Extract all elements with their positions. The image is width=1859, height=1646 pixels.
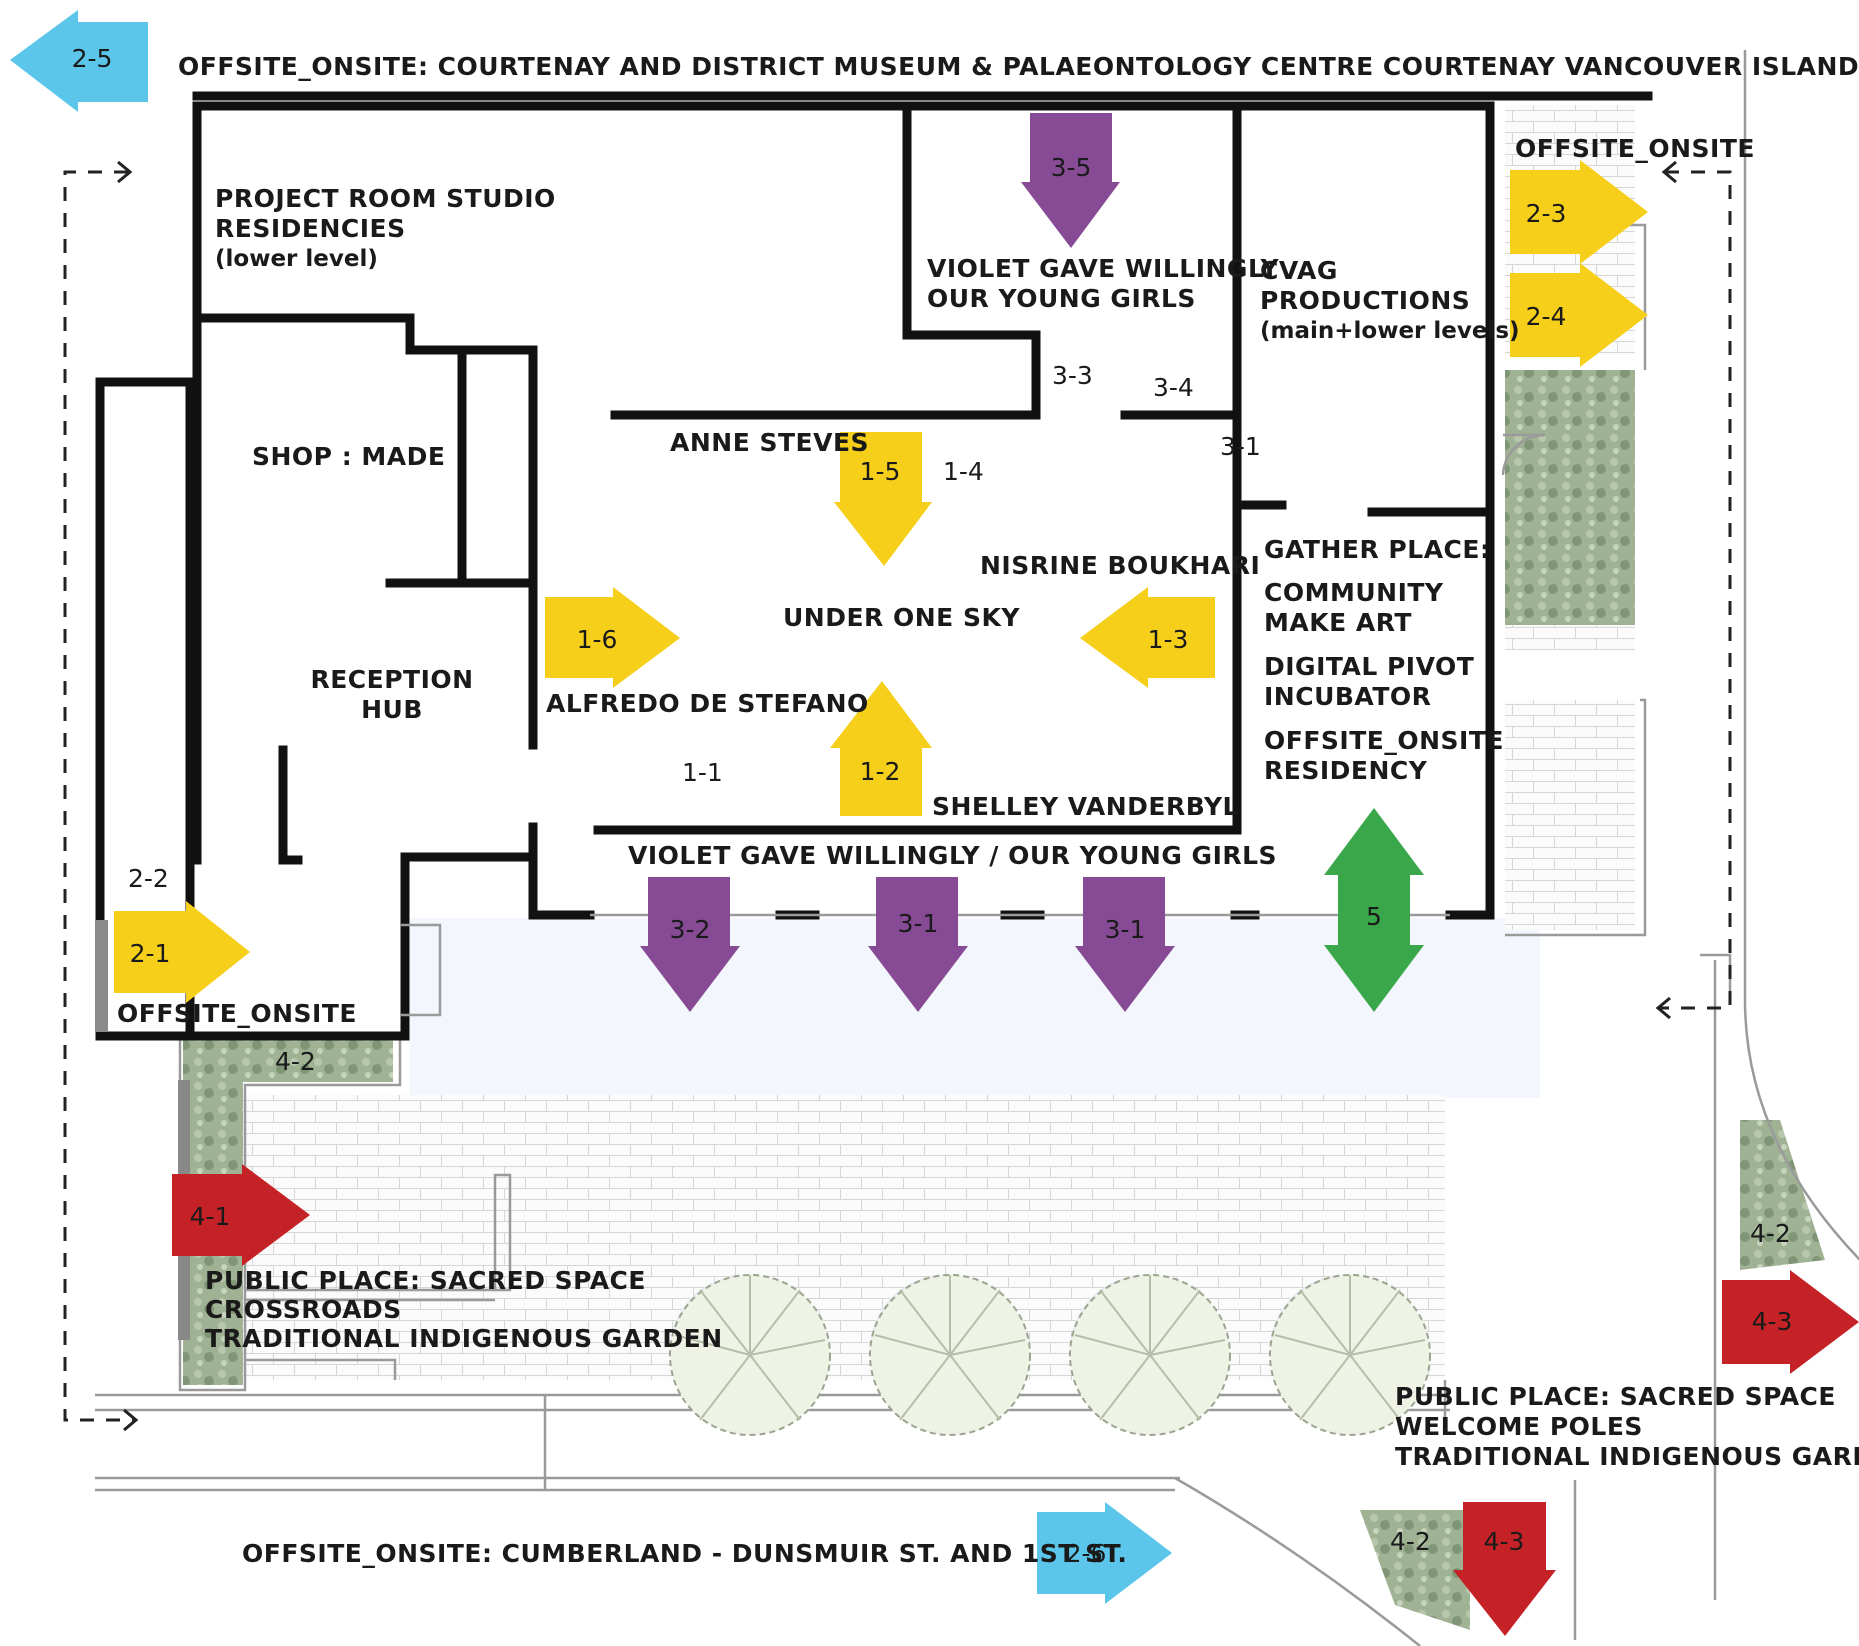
svg-text:INCUBATOR: INCUBATOR [1264, 682, 1431, 711]
num-4-2-east: 4-2 [1750, 1219, 1791, 1248]
num-4-2-south: 4-2 [1390, 1527, 1431, 1556]
svg-text:1-6: 1-6 [577, 625, 618, 654]
svg-text:CROSSROADS: CROSSROADS [205, 1295, 402, 1324]
arrow-3-2: 3-2 [640, 877, 740, 1012]
artist-anne: ANNE STEVES [670, 428, 869, 457]
arrows: 2-5 2-6 3-5 3-2 3-1 3-1 5 [10, 10, 1859, 1636]
shop-label: SHOP : MADE [252, 442, 445, 471]
reception-label: RECEPTION [310, 665, 473, 694]
arrow-4-3-east: 4-3 [1722, 1270, 1859, 1374]
svg-text:RESIDENCY: RESIDENCY [1264, 756, 1428, 785]
dashed-paths [63, 160, 1732, 1432]
svg-text:HUB: HUB [361, 695, 423, 724]
arrow-4-1: 4-1 [172, 1164, 310, 1266]
svg-text:3-2: 3-2 [670, 915, 711, 944]
svg-text:(main+lower levels): (main+lower levels) [1260, 318, 1520, 344]
svg-text:2-6: 2-6 [1066, 1539, 1107, 1568]
num-1-1: 1-1 [682, 758, 723, 787]
gather-label: GATHER PLACE: [1264, 535, 1490, 564]
plaza-brick [240, 1095, 1445, 1380]
violet-room-label: VIOLET GAVE WILLINGLY [927, 254, 1279, 283]
svg-text:TRADITIONAL INDIGENOUS GARDEN: TRADITIONAL INDIGENOUS GARDEN [1395, 1442, 1859, 1471]
svg-text:1-2: 1-2 [860, 757, 901, 786]
svg-text:OFFSITE_ONSITE: OFFSITE_ONSITE [1264, 726, 1504, 755]
trees [669, 1274, 1431, 1436]
svg-text:1-5: 1-5 [860, 457, 901, 486]
tree [1269, 1274, 1431, 1436]
arrowhead [117, 160, 133, 184]
svg-text:RESIDENCIES: RESIDENCIES [215, 214, 406, 243]
building-walls [95, 91, 1653, 1041]
arrow-1-6: 1-6 [545, 587, 680, 688]
svg-text:TRADITIONAL INDIGENOUS GARDEN: TRADITIONAL INDIGENOUS GARDEN [205, 1324, 723, 1353]
tree [869, 1274, 1031, 1436]
svg-text:4-3: 4-3 [1752, 1307, 1793, 1336]
num-3-4: 3-4 [1153, 373, 1194, 402]
arrow-5: 5 [1324, 808, 1424, 1012]
arrow-1-3: 1-3 [1080, 587, 1215, 688]
exhibition-title: UNDER ONE SKY [783, 603, 1020, 632]
offsite-left: OFFSITE_ONSITE [117, 999, 357, 1028]
svg-text:3-1: 3-1 [898, 909, 939, 938]
exterior-wall-label: VIOLET GAVE WILLINGLY / OUR YOUNG GIRLS [628, 841, 1277, 870]
svg-text:WELCOME POLES: WELCOME POLES [1395, 1412, 1643, 1441]
svg-text:4-3: 4-3 [1484, 1527, 1525, 1556]
num-3-1: 3-1 [1220, 432, 1261, 461]
arrow-3-5: 3-5 [1021, 113, 1120, 248]
artist-nisrine: NISRINE BOUKHARI [980, 551, 1260, 580]
num-3-3: 3-3 [1052, 361, 1093, 390]
cvag-label: CVAG [1260, 256, 1338, 285]
garden-south-wedge [1360, 1510, 1470, 1630]
svg-text:4-1: 4-1 [190, 1202, 231, 1231]
svg-text:3-1: 3-1 [1105, 915, 1146, 944]
tree [669, 1274, 831, 1436]
top-title: OFFSITE_ONSITE: COURTENAY AND DISTRICT M… [178, 52, 1859, 81]
arrow-1-2: 1-2 [830, 681, 932, 816]
svg-text:2-4: 2-4 [1526, 302, 1567, 331]
svg-text:OUR YOUNG GIRLS: OUR YOUNG GIRLS [927, 284, 1196, 313]
project-room-label: PROJECT ROOM STUDIO [215, 184, 556, 213]
svg-text:5: 5 [1366, 902, 1382, 931]
arrow-3-1a: 3-1 [868, 877, 968, 1012]
arrow-1-5: 1-5 [834, 432, 932, 566]
arrow-2-1: 2-1 [114, 901, 250, 1003]
svg-text:MAKE ART: MAKE ART [1264, 608, 1412, 637]
arrow-3-1b: 3-1 [1075, 877, 1175, 1012]
svg-text:COMMUNITY: COMMUNITY [1264, 578, 1444, 607]
garden-left-top [183, 1040, 393, 1082]
arrow-2-5: 2-5 [10, 10, 148, 112]
svg-text:1-3: 1-3 [1148, 625, 1189, 654]
svg-text:(lower level): (lower level) [215, 246, 378, 272]
svg-text:2-1: 2-1 [130, 939, 171, 968]
arrowhead [1661, 160, 1677, 184]
arrowhead [1655, 996, 1671, 1020]
tree [1069, 1274, 1231, 1436]
garden-east-wedge [1740, 1120, 1825, 1270]
arrow-2-6: 2-6 [1037, 1502, 1172, 1604]
arrow-2-4: 2-4 [1510, 263, 1648, 367]
svg-text:DIGITAL PIVOT: DIGITAL PIVOT [1264, 652, 1474, 681]
arrow-4-3-south: 4-3 [1453, 1502, 1556, 1636]
garden-strip-east [1505, 370, 1635, 625]
num-4-2-west: 4-2 [275, 1047, 316, 1076]
num-1-4: 1-4 [943, 457, 984, 486]
num-2-2: 2-2 [128, 864, 169, 893]
public-place-east: PUBLIC PLACE: SACRED SPACE [1395, 1382, 1836, 1411]
svg-text:2-3: 2-3 [1526, 199, 1567, 228]
arrowhead [123, 1408, 139, 1432]
labels: OFFSITE_ONSITE: COURTENAY AND DISTRICT M… [117, 52, 1859, 1568]
public-place-west: PUBLIC PLACE: SACRED SPACE [205, 1266, 646, 1295]
svg-text:2-5: 2-5 [72, 44, 113, 73]
bottom-title: OFFSITE_ONSITE: CUMBERLAND - DUNSMUIR ST… [242, 1539, 1127, 1568]
artist-shelley: SHELLEY VANDERBYL [932, 792, 1239, 821]
offsite-top-right: OFFSITE_ONSITE [1515, 134, 1755, 163]
arrow-2-3: 2-3 [1510, 160, 1648, 264]
svg-text:3-5: 3-5 [1051, 153, 1092, 182]
svg-text:PRODUCTIONS: PRODUCTIONS [1260, 286, 1470, 315]
artist-alfredo: ALFREDO DE STEFANO [546, 689, 869, 718]
east-brick-strip [1505, 700, 1635, 930]
